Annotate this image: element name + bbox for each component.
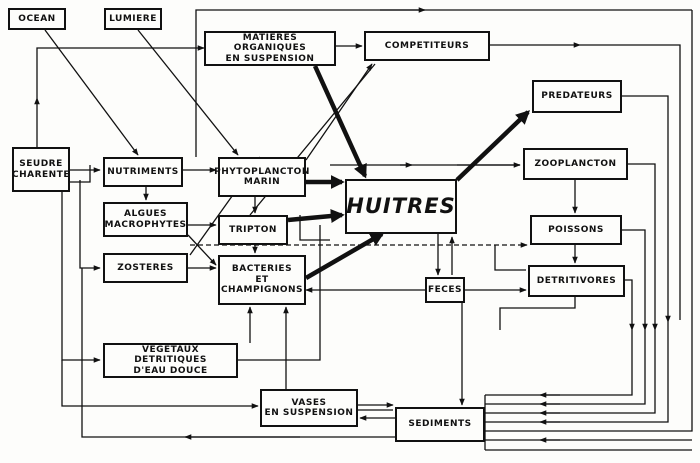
vases-en-suspension-node: VASES EN SUSPENSION <box>260 389 358 427</box>
to-vegetaux-arrow <box>61 192 101 363</box>
zosteres-node: ZOSTERES <box>103 253 188 283</box>
sediments-node: SEDIMENTS <box>395 407 485 442</box>
matieres-organiques-node: MATIERES ORGANIQUES EN SUSPENSION <box>204 31 336 66</box>
lumiere-node: LUMIERE <box>104 8 162 30</box>
huitres-node: HUITRES <box>345 179 457 234</box>
detritivores-loop-line <box>499 297 576 330</box>
poissons-down-arrow <box>622 229 648 331</box>
detritivores-down-arrow <box>625 279 635 331</box>
zooplancton-node: ZOOPLANCTON <box>523 148 628 180</box>
predateurs-down-arrow <box>622 95 671 323</box>
vegetaux-detritiques-node: VEGETAUX DETRITIQUES D'EAU DOUCE <box>103 343 238 378</box>
collector-5 <box>485 425 693 432</box>
competiteurs-node: COMPETITEURS <box>364 31 490 61</box>
competiteurs-down-line <box>580 44 681 320</box>
detritivores-node: DETRITIVORES <box>528 265 625 297</box>
matieres-to-huitres-arrow <box>312 65 368 179</box>
phyto-to-competiteurs-arrow <box>305 63 373 161</box>
bacteries-champignons-node: BACTERIES ET CHAMPIGNONS <box>218 255 306 305</box>
huitres-to-predateurs-arrow <box>455 110 531 182</box>
ocean-node: OCEAN <box>8 8 66 30</box>
collector-4 <box>485 322 669 423</box>
seudre-loop-line <box>70 165 91 183</box>
feces-node: FECES <box>425 277 465 303</box>
phytoplancton-marin-node: PHYTOPLANCTON MARIN <box>214 157 309 197</box>
collector-1 <box>485 330 633 396</box>
to-vases-arrow <box>61 360 259 409</box>
poissons-side-line <box>494 245 526 271</box>
lumiere-to-phyto-arrow <box>137 29 239 156</box>
collector-3 <box>485 330 656 414</box>
zooplancton-down-arrow <box>628 163 658 331</box>
ocean-to-nutriments-arrow <box>44 29 139 156</box>
poissons-node: POISSONS <box>530 215 622 245</box>
bacteries-to-huitres-arrow <box>304 232 385 280</box>
collector-2 <box>485 330 646 405</box>
algues-to-bacteries-arrow <box>187 234 217 266</box>
seudre-charente-node: SEUDRE CHARENTE <box>12 147 70 192</box>
tripton-to-huitres-arrow <box>287 209 345 224</box>
seudre-to-matieres-arrow <box>36 45 205 98</box>
to-zosteres-arrow <box>79 180 101 271</box>
predateurs-node: PREDATEURS <box>532 80 622 113</box>
algues-macrophytes-node: ALGUES MACROPHYTES <box>103 202 188 237</box>
tripton-loop-line <box>299 215 330 241</box>
nutriments-node: NUTRIMENTS <box>103 157 183 187</box>
top-flow-line <box>195 9 692 157</box>
tripton-node: TRIPTON <box>218 215 288 245</box>
